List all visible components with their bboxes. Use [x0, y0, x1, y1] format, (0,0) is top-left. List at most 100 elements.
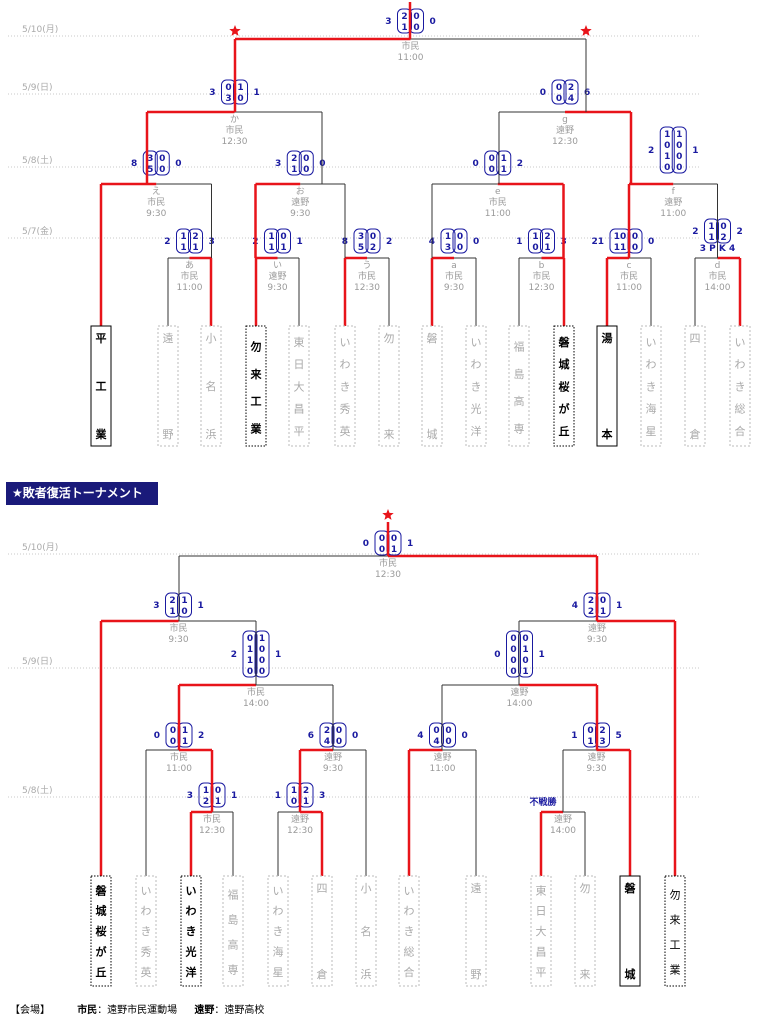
walkover-note: 不戦勝	[529, 796, 557, 808]
period-score: 0	[225, 83, 231, 93]
period-score: 1	[522, 667, 528, 677]
team-box	[267, 875, 289, 987]
period-score: 1	[203, 786, 209, 796]
total-score: 0	[363, 539, 369, 549]
period-score: 0	[445, 726, 451, 736]
game-venue: 市民	[180, 270, 198, 282]
round-date: 5/10(月)	[22, 542, 58, 553]
game-time: 11:00	[166, 764, 192, 774]
team-name-char: い	[646, 336, 657, 349]
team-name-char: 合	[735, 424, 746, 438]
team-name-char: い	[340, 336, 351, 349]
team-name-char: 磐	[96, 883, 108, 897]
team-name-char: わ	[141, 905, 152, 918]
team-name-char: 名	[361, 924, 372, 938]
period-score: 1	[587, 737, 593, 747]
period-score: 1	[522, 645, 528, 655]
period-score: 2	[568, 83, 574, 93]
team-name-char: 専	[228, 964, 239, 977]
period-score: 1	[247, 656, 253, 666]
score-bracket	[452, 228, 468, 254]
period-score: 0	[510, 645, 516, 655]
team-name-char: 東	[536, 884, 547, 897]
period-score: 2	[720, 233, 726, 243]
game-venue: 遠野	[291, 196, 309, 208]
game-venue: 遠野	[587, 751, 605, 763]
team-name-char: い	[735, 336, 746, 349]
score-bracket	[154, 150, 170, 176]
total-score: 0	[494, 650, 500, 660]
game-venue: 市民	[169, 622, 187, 634]
team-name-char: わ	[471, 358, 482, 371]
period-score: 0	[291, 797, 297, 807]
game-time: 14:00	[507, 699, 533, 709]
team-name-char: き	[735, 380, 746, 393]
team-box	[355, 875, 377, 987]
team-name-char: 業	[670, 964, 681, 977]
score-bracket	[540, 228, 555, 254]
period-score: 0	[676, 163, 682, 173]
team-name-char: 名	[206, 379, 217, 393]
team-name-char: わ	[646, 358, 657, 371]
team-name-char: い	[404, 884, 415, 897]
venue2-name: ：遠野高校	[214, 1005, 265, 1016]
team-name-char: 高	[228, 938, 239, 952]
total-score: 3	[275, 159, 281, 169]
total-score: 0	[462, 731, 468, 741]
period-score: 0	[303, 165, 309, 175]
total-score: 1	[571, 731, 577, 741]
round-date: 5/8(土)	[22, 154, 53, 166]
team-name-char: 大	[294, 379, 305, 393]
period-score: 0	[181, 607, 187, 617]
period-score: 0	[159, 154, 165, 164]
game-time: 11:00	[660, 209, 686, 219]
team-name-char: き	[340, 380, 351, 393]
team-name-char: 四	[317, 882, 328, 895]
period-score: 1	[180, 232, 186, 242]
period-score: 2	[599, 726, 605, 736]
game-id: e	[495, 187, 501, 197]
game-time: 9:30	[587, 635, 607, 645]
game-venue: 市民	[379, 557, 397, 569]
score-bracket	[242, 630, 258, 678]
period-score: 0	[170, 737, 176, 747]
period-score: 3	[358, 232, 364, 242]
period-score: 1	[237, 83, 243, 93]
score-bracket	[353, 228, 369, 254]
game-venue: 市民	[247, 686, 265, 698]
total-score: 0	[472, 159, 478, 169]
period-score: 1	[215, 797, 221, 807]
team-name-char: 城	[96, 904, 107, 918]
team-box	[245, 325, 267, 447]
score-bracket	[142, 150, 158, 176]
period-score: 4	[324, 737, 330, 747]
team-name-char: 光	[471, 402, 482, 416]
team-name-char: 桜	[559, 379, 570, 393]
total-score: 1	[516, 237, 522, 247]
game-time: 12:30	[199, 826, 225, 836]
score-bracket	[429, 722, 444, 748]
team-box	[530, 875, 552, 987]
period-score: 2	[303, 786, 309, 796]
period-score: 0	[391, 534, 397, 544]
total-score: 4	[572, 601, 578, 611]
total-score: 1	[539, 650, 545, 660]
team-name-char: き	[646, 380, 657, 393]
team-name-char: 工	[96, 380, 107, 393]
team-box	[729, 325, 751, 447]
team-box	[465, 875, 487, 987]
period-score: 2	[324, 726, 330, 736]
team-name-char: 小	[206, 332, 217, 345]
team-name-char: 業	[250, 421, 263, 435]
period-score: 0	[632, 243, 638, 253]
team-box	[180, 875, 202, 987]
team-name-char: き	[471, 380, 482, 393]
round-date: 5/10(月)	[22, 24, 58, 35]
team-name-char: 桜	[96, 924, 107, 938]
period-score: 1	[280, 243, 286, 253]
period-score: 0	[259, 656, 265, 666]
period-score: 0	[510, 667, 516, 677]
consolation-tournament-title: ★敗者復活トーナメント	[6, 482, 158, 505]
period-score: 0	[413, 23, 419, 33]
